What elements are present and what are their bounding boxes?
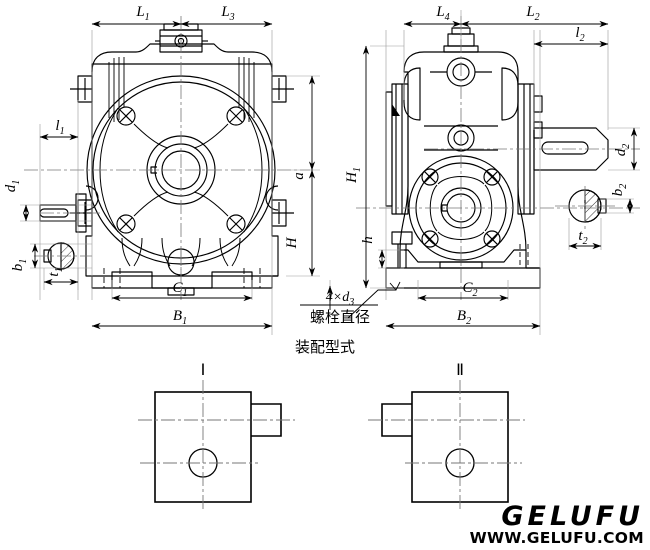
dim-d2: d2 [613,144,632,157]
dim-L3: L3 [220,4,234,23]
dim-l2: l2 [575,25,584,44]
dim-L1: L1 [135,4,149,23]
assembly-type-1-label: Ⅰ [201,362,206,379]
dim-t1: t1 [46,267,65,276]
assembly-type-2: Ⅱ [368,362,525,512]
dim-h: h [360,236,376,244]
watermark: GELUFU WWW.GELUFU.COM [470,503,644,547]
wheel-bolts [421,168,501,248]
dim-C1: C1 [172,280,187,299]
dim-B1: B1 [173,308,187,327]
assembly-type-2-label: Ⅱ [456,362,464,379]
dim-d1: d1 [3,180,22,193]
dim-B2: B2 [457,308,471,327]
bolt-count-label: 4×d3 [326,290,354,308]
side-view-body [385,27,609,289]
brand-name: GELUFU [501,500,644,532]
bolt-diameter-label: 螺栓直径 [310,308,370,326]
center-lines [24,16,640,300]
dim-H: H [284,236,300,249]
side-flange-left [385,83,409,215]
dim-l1: l1 [55,118,64,137]
bearing-flange-right [271,75,294,227]
output-shaft [533,127,609,171]
dim-L4: L4 [435,4,449,23]
dim-b2: b2 [610,184,629,197]
outline-layer [39,23,609,296]
dim-b1: b1 [10,259,29,272]
dim-L2: L2 [525,4,539,23]
dim-H1: H1 [344,167,363,184]
dim-a: a [291,172,307,180]
assembly-type-title: 装配型式 [295,338,355,356]
brand-url: WWW.GELUFU.COM [469,528,644,547]
cover-bolts [116,106,246,234]
dim-C2: C2 [462,280,477,299]
assembly-type-1: Ⅰ [138,362,295,512]
dimension-labels: L1 L3 l1 d1 b1 t1 a H C1 B1 L4 L2 l2 H1 … [3,4,632,327]
dimension-arrows [22,20,638,330]
dim-t2: t2 [578,228,587,247]
